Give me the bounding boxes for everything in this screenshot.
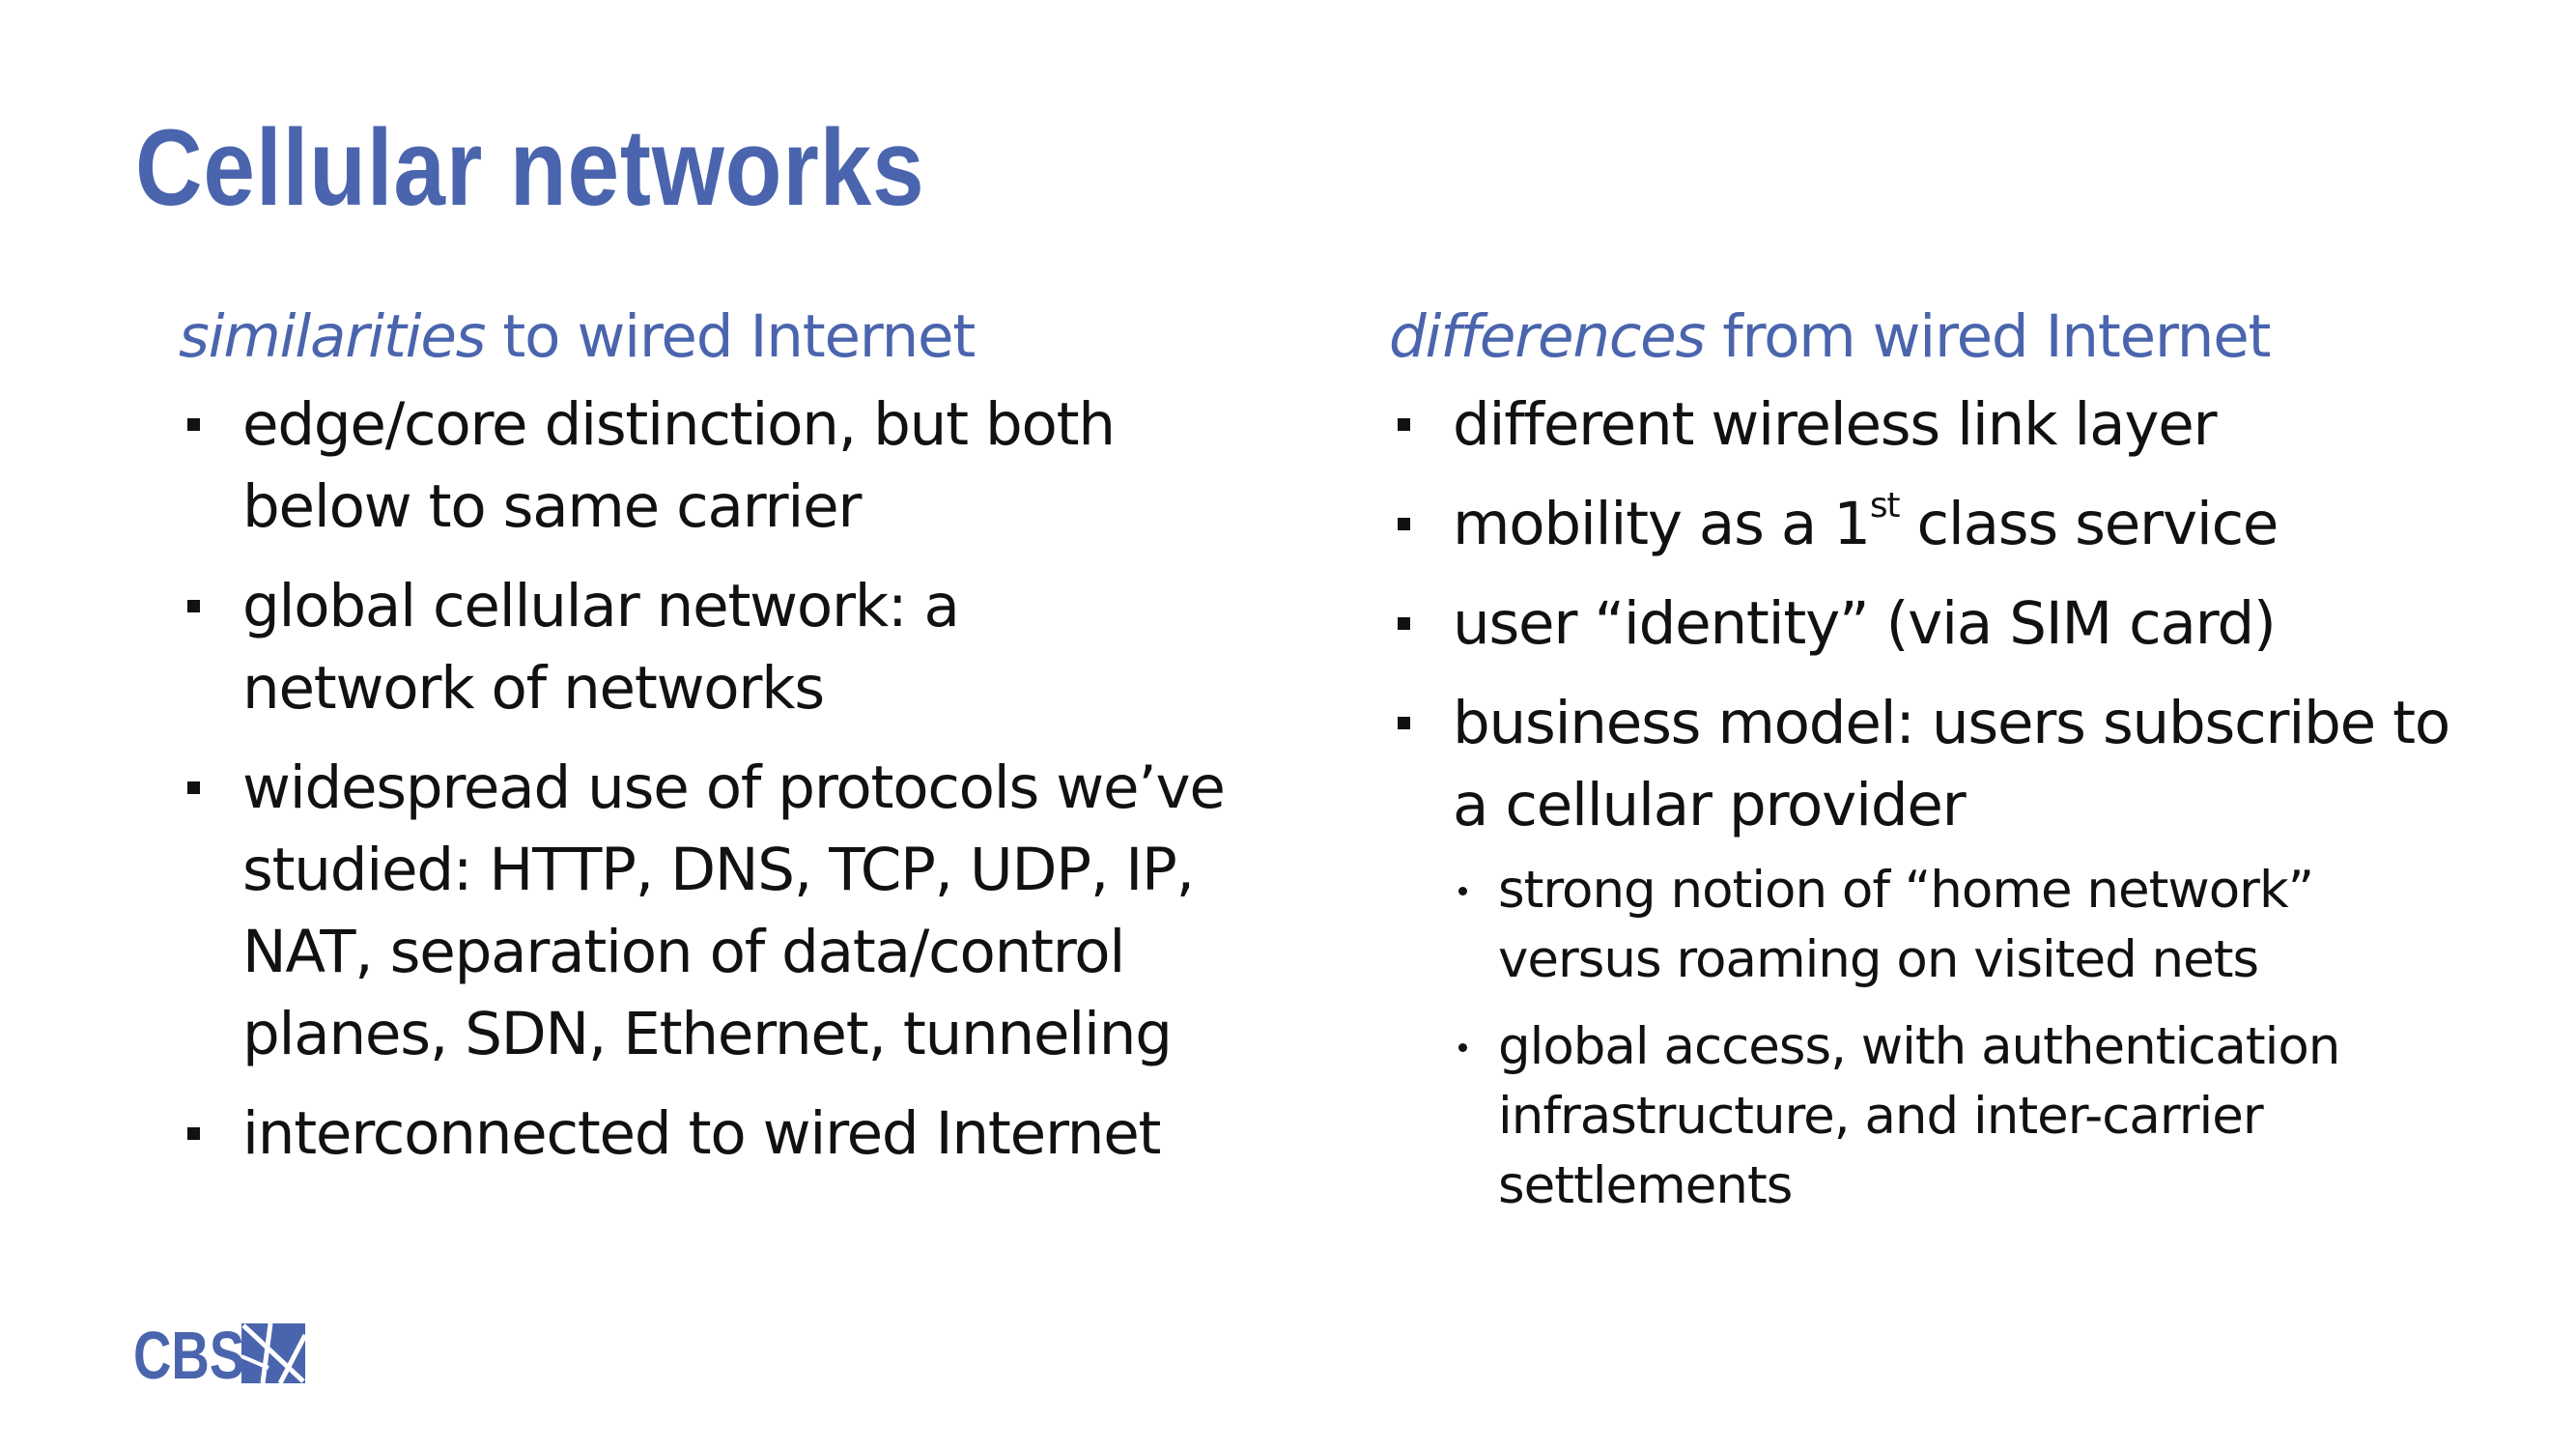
square-bullet-icon [187,781,200,794]
square-bullet-icon [187,1127,200,1140]
square-bullet-icon [1398,518,1410,530]
differences-column: differences from wired Internet differen… [1389,307,2471,1221]
list-item: widespread use of protocols we’ve studie… [179,747,1252,1075]
sub-list-item-text: global access, with authentication infra… [1498,1017,2340,1215]
similarities-heading-emphasis: similarities [179,302,486,371]
list-item-text: interconnected to wired Internet [242,1099,1161,1168]
list-item-text: edge/core distinction, but both below to… [242,390,1116,541]
list-item-text: widespread use of protocols we’ve studie… [242,753,1226,1068]
square-bullet-icon [1398,617,1410,630]
ordinal-suffix: st [1869,486,1901,526]
differences-heading: differences from wired Internet [1389,307,2471,366]
logo-text: CBS [133,1318,245,1393]
list-item: mobility as a 1st class service [1389,483,2471,565]
list-item: interconnected to wired Internet [179,1093,1353,1175]
similarities-list: edge/core distinction, but both below to… [179,384,1289,1175]
dot-bullet-icon [1458,1043,1467,1052]
list-item-text: business model: users subscribe to a cel… [1453,689,2450,839]
list-item-text: global cellular network: a network of ne… [242,572,960,723]
list-item: different wireless link layer [1389,384,2471,466]
sub-list: strong notion of “home network” versus r… [1453,856,2477,1221]
differences-heading-emphasis: differences [1389,302,1706,371]
list-item: business model: users subscribe to a cel… [1389,682,2477,1221]
square-bullet-icon [1398,717,1410,729]
list-item-text: different wireless link layer [1453,390,2218,459]
sub-list-item: strong notion of “home network” versus r… [1453,856,2425,995]
sub-list-item-text: strong notion of “home network” versus r… [1498,861,2314,989]
list-item: user “identity” (via SIM card) [1389,582,2471,665]
list-item: edge/core distinction, but both below to… [179,384,1286,548]
similarities-heading: similarities to wired Internet [179,307,1289,366]
differences-heading-text: from wired Internet [1705,302,2271,371]
sub-list-item: global access, with authentication infra… [1453,1012,2445,1221]
similarities-heading-text: to wired Internet [485,302,976,371]
list-item-text-pre: mobility as a 1 [1453,490,1871,558]
list-item-text-post: class service [1899,490,2279,558]
cbs-emblem-icon [241,1323,305,1383]
square-bullet-icon [1398,418,1410,431]
list-item-text: user “identity” (via SIM card) [1453,589,2277,658]
differences-list: different wireless link layer mobility a… [1389,384,2471,1221]
cbs-logo: CBS [133,1318,305,1393]
list-item: global cellular network: a network of ne… [179,565,1112,729]
dot-bullet-icon [1458,887,1467,895]
square-bullet-icon [187,418,200,431]
slide-title: Cellular networks [135,107,925,228]
square-bullet-icon [187,600,200,612]
similarities-column: similarities to wired Internet edge/core… [179,307,1289,1175]
